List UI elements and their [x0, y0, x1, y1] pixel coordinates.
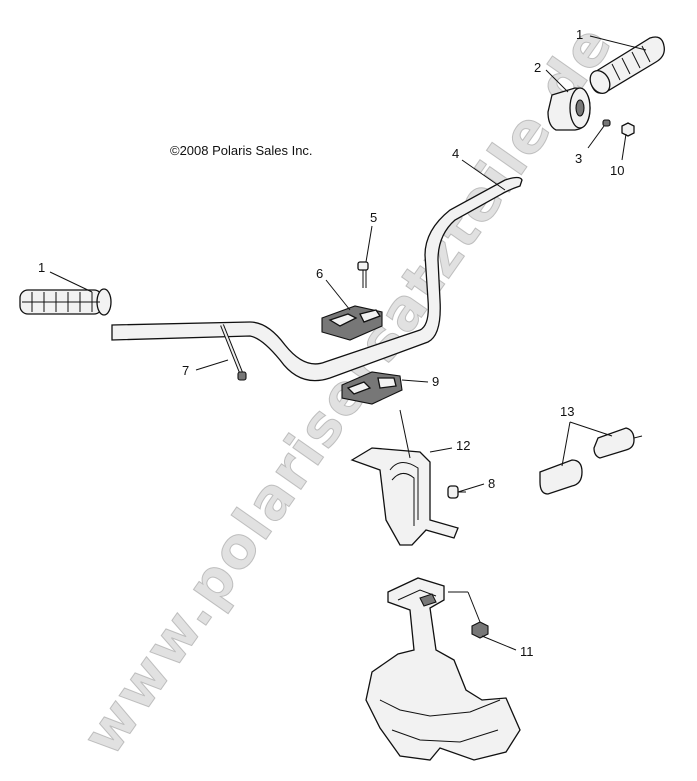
right-grip	[589, 36, 665, 94]
bolt-part-5	[357, 261, 369, 288]
screw-part-8	[447, 485, 466, 499]
bracket-part-12	[350, 447, 459, 546]
callout-6: 6	[316, 266, 323, 281]
callout-9: 9	[432, 374, 439, 389]
callout-13: 13	[560, 404, 574, 419]
callout-3: 3	[575, 151, 582, 166]
lower-clamp	[341, 371, 403, 405]
callout-4: 4	[452, 146, 459, 161]
nut-part-10	[621, 122, 635, 137]
copyright-notice: ©2008 Polaris Sales Inc.	[170, 143, 313, 158]
leader-lines	[49, 35, 647, 651]
callout-5: 5	[370, 210, 377, 225]
callout-7: 7	[182, 363, 189, 378]
callout-1-right: 1	[576, 27, 583, 42]
callout-8: 8	[488, 476, 495, 491]
upper-clamp	[321, 305, 383, 341]
callout-1-left: 1	[38, 260, 45, 275]
callout-12: 12	[456, 438, 470, 453]
nut-part-11	[471, 621, 489, 639]
long-bolt-part-7	[220, 324, 247, 381]
steering-post-housing	[365, 577, 521, 761]
callout-2: 2	[534, 60, 541, 75]
left-grip	[19, 288, 112, 316]
callout-10: 10	[610, 163, 624, 178]
callout-labels: 1 1 2 3 10 4 5 6 7 9 12 8 13 11	[38, 27, 624, 659]
handlebar	[111, 176, 523, 382]
screw-part-3	[602, 119, 611, 127]
throttle-housing	[547, 87, 591, 131]
switch-assembly-part-13	[539, 427, 643, 495]
callout-11: 11	[520, 644, 534, 659]
